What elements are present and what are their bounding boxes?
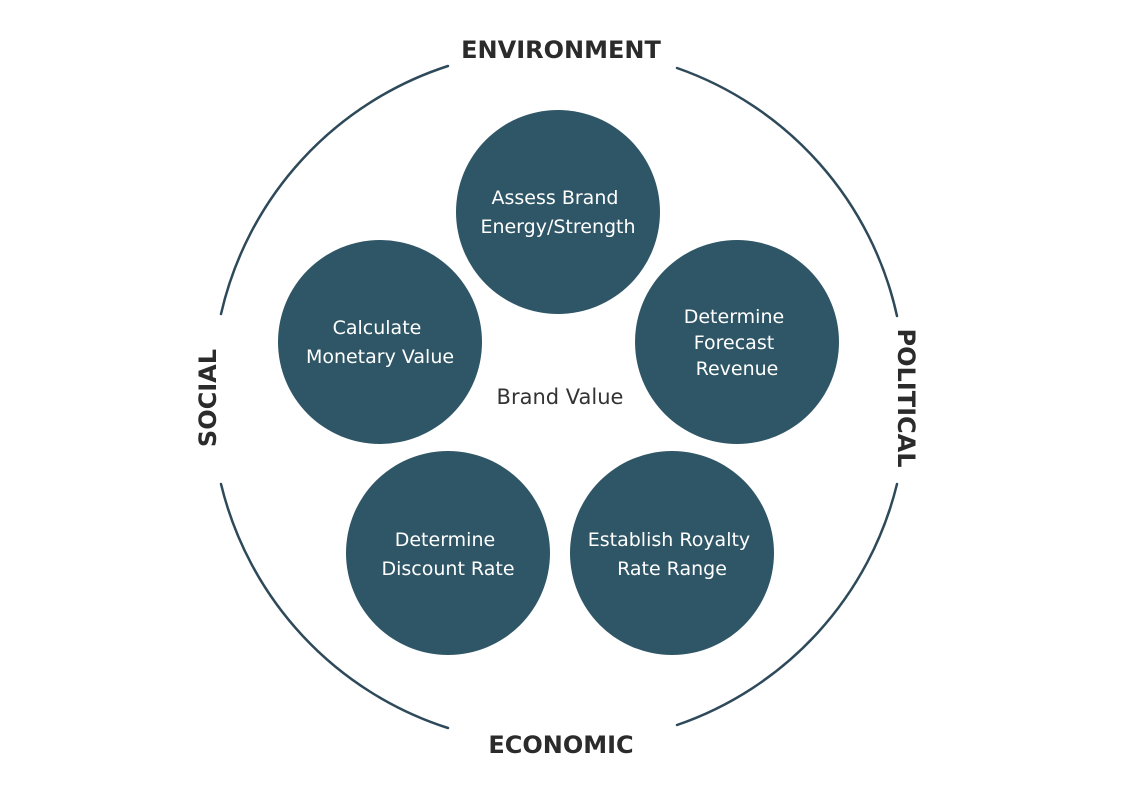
step-label-discount-rate: Determine Discount Rate — [381, 529, 514, 580]
step-label-assess-brand: Assess Brand Energy/Strength — [480, 187, 635, 238]
ring-arc-top-right — [675, 66, 899, 318]
center-label-brand-value: Brand Value — [497, 385, 624, 409]
step-labels: Assess Brand Energy/Strength Determine F… — [306, 187, 791, 580]
factor-label-political: POLITICAL — [892, 329, 920, 468]
factor-label-environment: ENVIRONMENT — [461, 36, 661, 64]
step-label-royalty-rate: Establish Royalty Rate Range — [588, 529, 756, 580]
step-bubble-forecast-revenue — [635, 240, 839, 444]
ring-arc-top-left — [219, 64, 450, 316]
step-bubble-assess-brand — [456, 110, 660, 314]
outer-ring — [219, 64, 899, 730]
step-label-forecast-revenue: Determine Forecast Revenue — [684, 306, 791, 380]
step-bubbles — [278, 110, 839, 655]
step-label-monetary-value: Calculate Monetary Value — [306, 317, 454, 368]
step-bubble-royalty-rate — [570, 451, 774, 655]
ring-arc-bottom-right — [675, 482, 899, 727]
factor-labels: ENVIRONMENT ECONOMIC SOCIAL POLITICAL — [194, 36, 920, 759]
ring-arc-bottom-left — [219, 482, 450, 730]
factor-label-economic: ECONOMIC — [488, 731, 633, 759]
step-bubble-monetary-value — [278, 240, 482, 444]
factor-label-social: SOCIAL — [194, 349, 222, 447]
step-bubble-discount-rate — [346, 451, 550, 655]
